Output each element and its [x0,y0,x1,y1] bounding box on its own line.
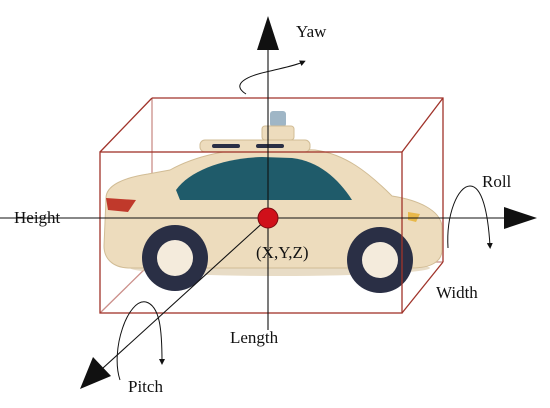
yaw-rotation-icon [239,60,306,95]
center-coordinates-label: (X,Y,Z) [256,243,309,262]
length-label: Length [230,328,279,347]
height-label: Height [14,208,61,227]
width-label: Width [436,283,478,302]
pitch-arrow-head [80,357,111,389]
roof-slot-right [256,144,284,148]
pitch-rotation-icon [116,301,165,381]
front-wheel [347,227,413,293]
roof-slot-left [212,144,240,148]
bounding-box-front [99,151,403,314]
head-light-icon [408,212,420,222]
roll-label: Roll [482,172,512,191]
axes [0,40,510,379]
rear-wheel [142,225,208,291]
bounding-box-edges [99,97,444,314]
car [103,111,443,293]
pitch-label: Pitch [128,377,163,396]
center-point [257,207,279,229]
car-window [176,157,352,200]
yaw-label: Yaw [296,22,327,41]
sensor-mount [261,125,295,141]
roll-rotation-icon [447,185,493,249]
lidar-sensor [270,111,286,127]
pitch-axis [91,217,269,379]
yaw-arrow-head [257,16,279,50]
roll-arrow-head [504,207,537,229]
tail-light-icon [106,198,136,212]
